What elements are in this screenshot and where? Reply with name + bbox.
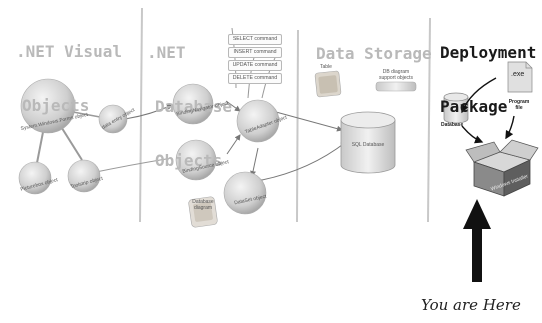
insert-command-box: INSERT command: [228, 47, 282, 58]
deploy-database-icon: [443, 92, 469, 124]
heading-visual-objects: .NET Visual Objects: [16, 7, 122, 151]
arrow-icon: [460, 77, 497, 114]
dataset-bubble: [223, 171, 267, 215]
heading-line: .NET Visual: [16, 42, 122, 61]
connector-arrow: [226, 134, 241, 155]
connector-arrow: [250, 147, 259, 177]
connector: [59, 124, 83, 161]
delete-command-box: DELETE command: [228, 73, 282, 84]
sql-database-cylinder: [340, 111, 396, 174]
heading-line: Package: [440, 97, 508, 116]
toolstrip-object-bubble: [67, 159, 101, 193]
db-diagram-support-label: DB diagram support objects: [379, 69, 413, 81]
select-command-box: SELECT command: [228, 34, 282, 45]
table-icon: [314, 70, 342, 98]
heading-line: Database: [155, 97, 233, 116]
connector: [95, 157, 173, 173]
connector-arrow: [119, 104, 173, 123]
binding-navigator-bubble: [172, 83, 214, 125]
exe-label: .exe: [511, 71, 525, 78]
binding-source-bubble: [175, 139, 217, 181]
connector: [72, 111, 101, 118]
table-label: Table: [320, 64, 332, 70]
you-are-here-label: You are Here: [421, 296, 521, 314]
you-are-here-arrow-icon: [463, 199, 491, 282]
divider-2: [296, 29, 299, 223]
connector-arrow: [225, 100, 241, 112]
divider-1: [139, 7, 143, 223]
picturebox-object-bubble: [18, 161, 52, 195]
windows-installer-box-icon: [465, 139, 539, 197]
data-entry-object-bubble: [98, 104, 128, 134]
database-diagram-label: Database diagram: [192, 199, 214, 211]
update-command-box: UPDATE command: [228, 60, 282, 71]
arrow-icon: [461, 125, 484, 144]
connector-arrow: [275, 111, 343, 132]
form-object-bubble: [20, 78, 76, 134]
program-file-icon: [507, 61, 533, 93]
arrow-icon: [505, 115, 515, 140]
table-adapter-bubble: [236, 99, 280, 143]
heading-data-storage: Data Storage: [316, 9, 432, 99]
program-file-label: Program file: [508, 99, 530, 111]
connector-arrow: [256, 141, 347, 184]
heading-line: .NET: [147, 43, 186, 62]
database-diagram-icon: [188, 196, 218, 228]
heading-line: Objects: [155, 151, 223, 170]
db-diagram-support-icon: [375, 81, 417, 92]
sql-database-label: SQL Database: [351, 142, 385, 148]
heading-line: Objects: [22, 96, 90, 115]
heading-line: Data Storage: [316, 44, 432, 63]
deploy-database-label: Database: [441, 122, 464, 128]
heading-deployment-package: Deployment Package: [440, 8, 536, 152]
connector: [35, 126, 45, 169]
heading-line: Deployment: [440, 43, 537, 62]
divider-3: [427, 17, 431, 223]
heading-database-objects: .NET Database Objects: [147, 8, 232, 206]
